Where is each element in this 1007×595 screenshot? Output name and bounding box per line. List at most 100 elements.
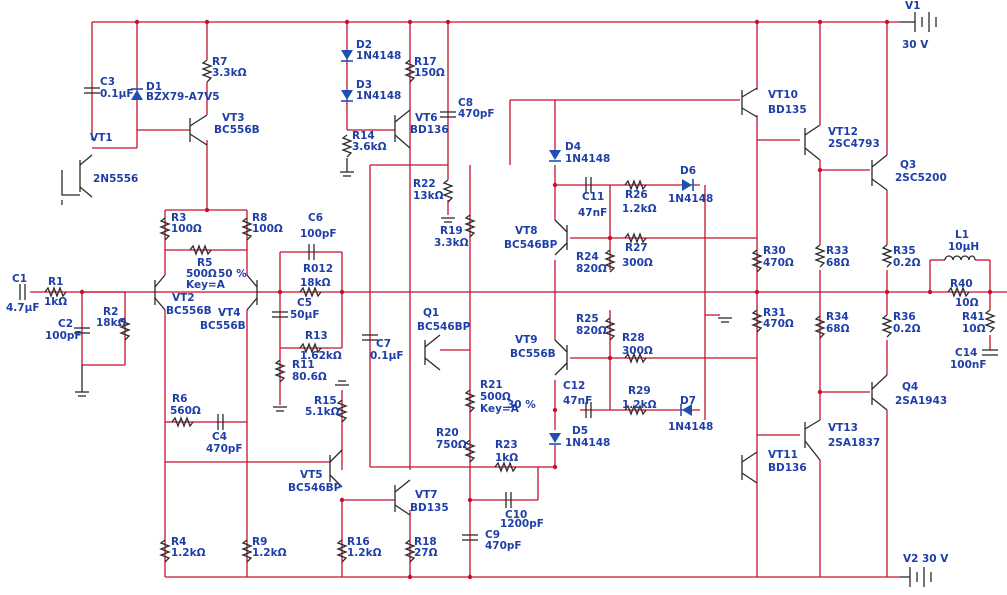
transistor-vt5 (329, 449, 343, 488)
label-c1-value: 4.7µF (6, 302, 40, 314)
label-r2: R2 (103, 306, 118, 318)
battery-v1-symbol (900, 12, 937, 32)
label-r20: R20 (436, 427, 459, 439)
transistor-vt7 (394, 479, 411, 516)
label-r25-value: 820Ω (576, 325, 607, 337)
label-l1: L1 (955, 229, 969, 241)
resistor-r13 (299, 342, 322, 354)
label-vt5-value: BC546BP (288, 482, 342, 494)
label-c12-value: 47nF (563, 395, 592, 407)
resistor-r29 (624, 404, 647, 416)
capacitor-c11 (585, 177, 592, 193)
resistor-r36 (881, 314, 893, 338)
label-vt12: VT12 (828, 126, 858, 138)
label-r20-value: 750Ω (436, 439, 467, 451)
label-vt9-value: BC556B (510, 348, 556, 360)
label-c10-value: 1200pF (500, 518, 544, 530)
label-c2-value: 100pF (45, 330, 82, 342)
component-labels: V1 30 V V2 30 V C3 0.1µF D1 BZX79-A7V5 R… (6, 0, 987, 565)
label-r41: R41 (962, 311, 985, 323)
label-q3-value: 2SC5200 (895, 172, 947, 184)
diode-d4 (549, 150, 561, 162)
label-q4: Q4 (902, 381, 918, 393)
label-r26-value: 1.2kΩ (622, 203, 657, 215)
label-vt7: VT7 (415, 489, 438, 501)
label-r7: R7 (212, 56, 227, 68)
capacitor-c12 (585, 402, 592, 418)
label-r21-percent: 30 % (507, 399, 536, 411)
label-r15-value: 5.1kΩ (305, 406, 340, 418)
label-v2-value: 30 V (922, 553, 949, 565)
diode-d2 (341, 50, 353, 62)
capacitor-c1 (19, 284, 26, 300)
inductor-l1 (944, 255, 976, 261)
resistor-r5 (189, 244, 212, 256)
label-vt4-value: BC556B (200, 320, 246, 332)
label-v2: V2 (903, 553, 918, 565)
label-r30-value: 470Ω (763, 257, 794, 269)
label-c7: C7 (376, 338, 391, 350)
resistor-r16 (336, 539, 348, 563)
resistor-r15 (336, 399, 348, 423)
label-vt6-value: BD136 (410, 124, 449, 136)
transistor-vt9 (554, 339, 568, 376)
label-c1: C1 (12, 273, 27, 285)
label-r33: R33 (826, 245, 849, 257)
transistor-vt12 (804, 124, 821, 161)
label-vt11-value: BD136 (768, 462, 807, 474)
diode-d7 (680, 404, 692, 416)
label-r41-value: 10Ω (962, 323, 986, 335)
resistor-r27 (624, 232, 647, 244)
label-r5-percent: 50 % (218, 268, 247, 280)
label-d2: D2 (356, 39, 372, 51)
label-r36-value: 0.2Ω (893, 323, 921, 335)
label-r17: R17 (414, 56, 437, 68)
label-r11-value: 80.6Ω (292, 371, 327, 383)
label-r16-value: 1.2kΩ (347, 547, 382, 559)
transistor-vt11 (741, 451, 758, 484)
label-r21-value: 500Ω (480, 391, 511, 403)
label-d7-value: 1N4148 (668, 421, 713, 433)
label-r28: R28 (622, 332, 645, 344)
label-c14: C14 (955, 347, 977, 359)
label-r34-value: 68Ω (826, 323, 850, 335)
component-symbols (19, 12, 998, 587)
label-vt10: VT10 (768, 89, 798, 101)
capacitor-c7 (362, 334, 378, 341)
resistor-r4 (159, 539, 171, 563)
label-d4-value: 1N4148 (565, 153, 610, 165)
label-vt11: VT11 (768, 449, 798, 461)
resistor-r14 (341, 134, 353, 158)
resistor-r1 (44, 286, 67, 298)
label-d7: D7 (680, 395, 696, 407)
resistor-r40 (947, 286, 970, 298)
label-d6: D6 (680, 165, 696, 177)
transistor-vt8 (554, 219, 568, 256)
label-d2-value: 1N4148 (356, 50, 401, 62)
label-r13-value: 1.62kΩ (300, 350, 342, 362)
label-l1-value: 10µH (948, 241, 979, 253)
resistor-r20 (464, 439, 476, 463)
resistor-r35 (881, 244, 893, 268)
capacitor-c6 (308, 244, 315, 260)
label-vt1-value: 2N5556 (93, 173, 138, 185)
transistor-vt13 (804, 419, 821, 461)
ground-symbol (441, 217, 455, 223)
label-c9-value: 470pF (485, 540, 522, 552)
label-r25: R25 (576, 313, 599, 325)
label-vt2-value: BC556B (166, 305, 212, 317)
resistor-r6 (171, 416, 194, 428)
junctions (79, 19, 993, 580)
label-vt6: VT6 (415, 112, 438, 124)
capacitor-c10 (505, 492, 512, 508)
label-r1: R1 (48, 276, 63, 288)
label-r27-value: 300Ω (622, 257, 653, 269)
resistor-r21 (464, 389, 476, 413)
label-vt3: VT3 (222, 112, 245, 124)
label-vt9: VT9 (515, 334, 538, 346)
label-q4-value: 2SA1943 (895, 395, 947, 407)
label-q1: Q1 (423, 307, 439, 319)
label-r8-value: 100Ω (252, 223, 283, 235)
label-c4-value: 470pF (206, 443, 243, 455)
resistor-r18 (404, 539, 416, 563)
